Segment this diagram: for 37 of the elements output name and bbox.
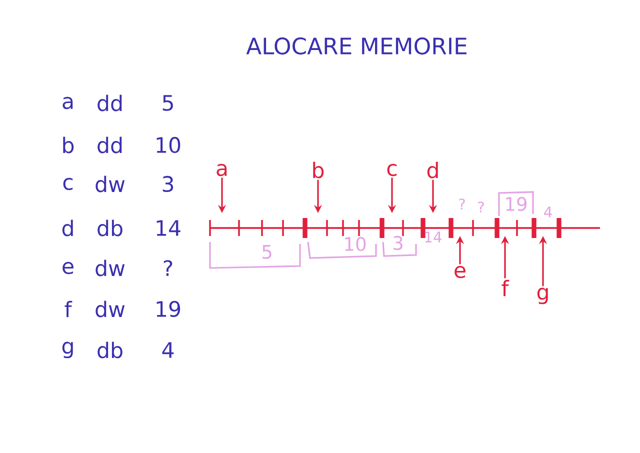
title: ALOCARE MEMORIE [246,37,466,55]
table-cell-text: 19 [156,300,180,318]
letter-label: f [502,280,510,296]
table-cell-text: 4 [162,342,174,358]
size-label: 3 [393,236,402,250]
table-cell-text: d [62,220,73,236]
letter-label: g [537,288,548,304]
table-cell-text: 3 [162,176,174,192]
size-label: ? [478,202,484,212]
table-cell-text: db [98,220,122,236]
table-cell-text: a [62,96,73,110]
table-cell-text: g [62,342,73,358]
letter-label: c [387,164,397,176]
size-label: 14 [425,232,442,242]
letter-label: e [454,266,466,278]
table-cell-text: 10 [156,136,180,154]
table-cell-text: ? [164,260,172,276]
size-label: 19 [506,196,527,212]
size-label: 4 [544,206,552,218]
table-cell-text: c [63,178,73,190]
table-cell-text: e [62,262,74,274]
letter-label: a [216,164,227,176]
size-label: 5 [262,245,272,259]
size-label: ? [459,198,465,210]
size-label: 10 [345,236,366,252]
table-cell-text: dd [98,94,122,112]
table-cell-text: b [63,136,74,154]
table-cell-text: dw [96,176,125,192]
table-cell-text: dw [96,300,125,318]
letter-label: b [313,162,324,178]
letter-label: d [427,162,438,178]
table-cell-text: dw [96,260,125,276]
table-cell-text: 14 [156,220,180,236]
table-cell-text: dd [98,136,122,154]
table-cell-text: db [98,342,122,358]
table-cell-text: 5 [162,95,173,111]
table-cell-text: f [64,300,72,318]
